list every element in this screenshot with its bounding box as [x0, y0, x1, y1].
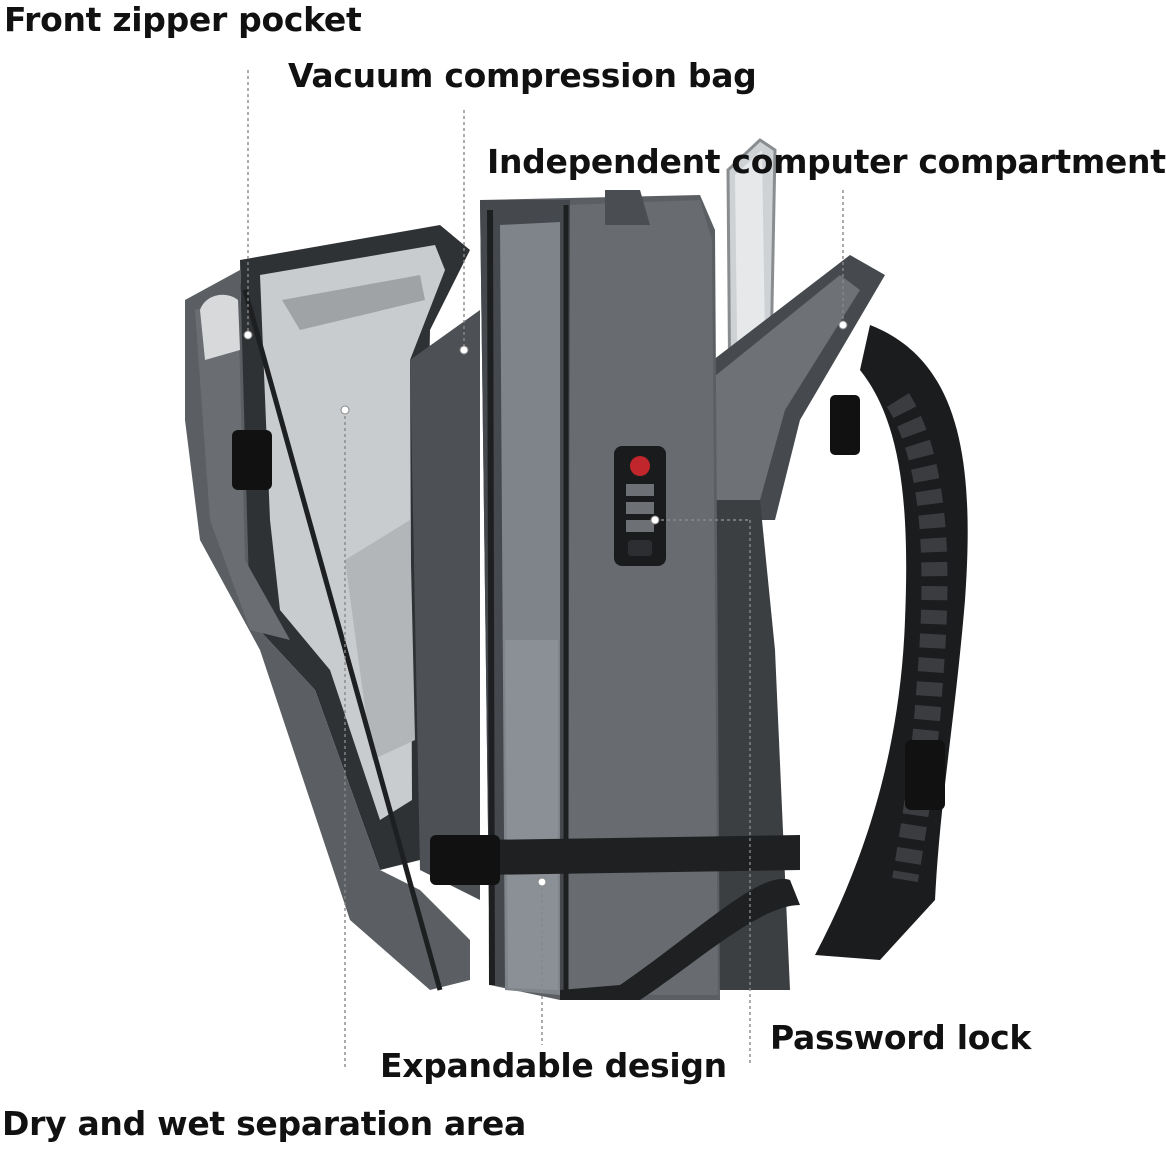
dot-front — [243, 330, 253, 340]
callout-expandable-design: Expandable design — [380, 1046, 727, 1085]
main-body — [480, 190, 800, 1000]
callout-dots — [243, 320, 848, 887]
callout-independent-computer-compartment: Independent computer compartment — [487, 142, 1166, 181]
front-zipper-pocket — [240, 225, 480, 900]
front-shell — [185, 270, 500, 991]
dot-pass — [650, 515, 660, 525]
callout-password-lock: Password lock — [770, 1018, 1031, 1057]
callout-lines — [247, 70, 844, 1068]
shoulder-strap — [815, 325, 968, 960]
callout-vacuum-compression-bag: Vacuum compression bag — [288, 56, 757, 95]
callout-front-zipper-pocket: Front zipper pocket — [4, 0, 362, 39]
dot-dry — [340, 405, 350, 415]
dot-vacuum — [459, 345, 469, 355]
password-lock — [614, 446, 666, 566]
dot-indep — [838, 320, 848, 330]
dot-expand — [537, 877, 547, 887]
callout-dry-wet-separation-area: Dry and wet separation area — [2, 1104, 526, 1143]
